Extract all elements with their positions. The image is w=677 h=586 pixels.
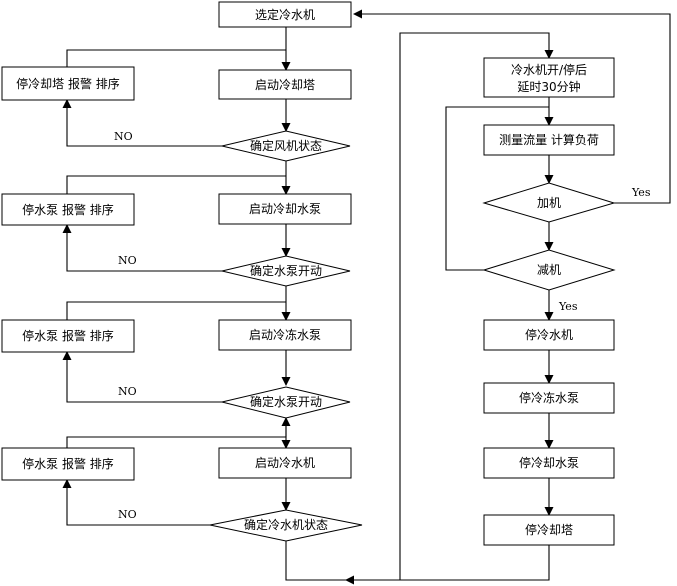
measure-flow-label: 测量流量 计算负荷 (499, 132, 599, 147)
start-chiller-box (218, 447, 352, 479)
check-pump-on-diamond-2 (221, 386, 351, 419)
check-fan-status-label: 确定风机状态 (250, 138, 322, 153)
stop-chilled-pump-label: 停冷冻水泵 (519, 390, 579, 405)
start-chilled-pump-box (218, 319, 352, 351)
check-fan-status-diamond (221, 130, 351, 162)
tower-alarm-box (1, 66, 135, 101)
select-chiller-label: 选定冷水机 (255, 7, 315, 22)
start-cooling-tower-label: 启动冷却塔 (255, 78, 315, 92)
stop-chilled-pump-box (483, 382, 615, 414)
measure-flow-box (483, 124, 615, 156)
stop-cooling-tower-box (483, 514, 615, 546)
reduce-unit-label: 减机 (537, 263, 561, 277)
connector-lines (62, 9, 671, 585)
delay-label-line1: 冷水机开/停后 (511, 62, 587, 77)
add-unit-diamond (482, 182, 616, 223)
stop-cooling-pump-box (483, 447, 615, 479)
reduce-unit-diamond (482, 249, 616, 291)
yes-add-label: Yes (631, 186, 651, 199)
pump-alarm-box-1 (1, 193, 135, 226)
pump-alarm-label-2: 停水泵 报警 排序 (22, 328, 114, 343)
yes-reduce-label: Yes (558, 300, 578, 313)
pump-alarm-label-3: 停水泵 报警 排序 (22, 456, 114, 471)
add-unit-label: 加机 (537, 196, 561, 210)
stop-cooling-tower-label: 停冷却塔 (525, 522, 573, 537)
check-chiller-status-diamond (209, 509, 363, 542)
no-label-2: NO (118, 254, 137, 267)
pump-alarm-box-3 (1, 447, 135, 481)
start-cooling-pump-label: 启动冷却水泵 (249, 202, 321, 216)
start-chilled-pump-label: 启动冷冻水泵 (249, 327, 321, 342)
stop-cooling-pump-label: 停冷却水泵 (519, 455, 579, 470)
stop-chiller-label: 停冷水机 (525, 327, 573, 342)
pump-alarm-box-2 (1, 319, 135, 353)
start-cooling-pump-box (218, 193, 352, 225)
select-chiller-box (218, 1, 352, 28)
check-pump-on-diamond-1 (221, 255, 351, 287)
no-label-4: NO (118, 508, 137, 521)
no-label-1: NO (114, 130, 133, 143)
tower-alarm-label: 停冷却塔 报警 排序 (16, 76, 120, 91)
delay-label-line2: 延时30分钟 (517, 79, 580, 94)
start-cooling-tower-box (218, 69, 352, 100)
check-pump-on-label-2: 确定水泵开动 (250, 394, 322, 409)
no-label-3: NO (118, 385, 137, 398)
check-chiller-status-label: 确定冷水机状态 (244, 517, 328, 532)
delay-box (483, 57, 615, 98)
stop-chiller-box (483, 319, 615, 351)
start-chiller-label: 启动冷水机 (255, 456, 315, 470)
check-pump-on-label-1: 确定水泵开动 (250, 263, 322, 278)
pump-alarm-label-1: 停水泵 报警 排序 (22, 202, 114, 217)
